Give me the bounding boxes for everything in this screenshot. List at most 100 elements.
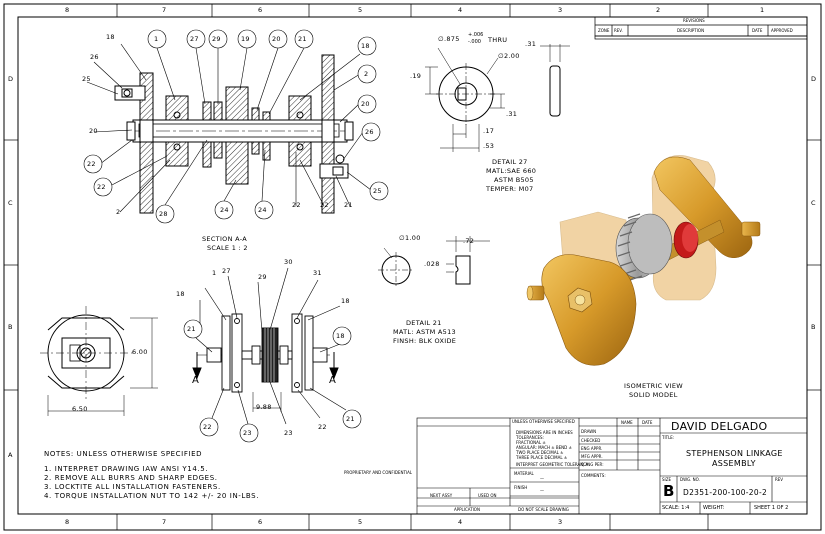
zone-3: 3 xyxy=(558,6,563,14)
balloon-label: 22 xyxy=(292,201,301,209)
d27-dim-17: .17 xyxy=(483,127,495,135)
d27-dim-31b: .31 xyxy=(525,40,537,48)
rev-hdr-rev: REV. xyxy=(614,28,623,33)
tb-interpret: INTERPRET GEOMETRIC TOLERANCING PER: xyxy=(516,462,604,467)
balloon-label: 25 xyxy=(373,187,382,195)
tb-qa: Q.A. xyxy=(581,462,590,467)
balloon xyxy=(214,179,237,220)
balloon-label: 2 xyxy=(116,208,121,216)
balloon xyxy=(183,319,213,353)
tb-application: APPLICATION xyxy=(454,507,480,512)
balloon xyxy=(155,139,208,224)
zone-a: A xyxy=(8,451,13,459)
zone-8-bottom: 8 xyxy=(65,518,70,526)
tb-three-place: THREE PLACE DECIMAL ± xyxy=(516,455,568,460)
tb-unless: UNLESS OTHERWISE SPECIFIED xyxy=(512,419,575,424)
d27-dim-53: .53 xyxy=(483,142,495,150)
balloon-label: 25 xyxy=(82,75,91,83)
tb-company: DAVID DELGADO xyxy=(671,420,768,433)
tb-comments: COMMENTS: xyxy=(581,473,606,478)
tb-title-label: TITLE: xyxy=(662,435,675,440)
balloon-label: 28 xyxy=(159,210,168,218)
revisions-title: REVISIONS xyxy=(683,18,705,23)
balloon-label: 22 xyxy=(318,423,327,431)
balloon xyxy=(256,29,288,111)
d27-temper: TEMPER: M07 xyxy=(486,185,534,193)
tb-eng-appr: ENG APPR. xyxy=(581,446,603,451)
d21-dim-dia: ∅1.00 xyxy=(399,234,421,242)
tb-finish: FINISH xyxy=(514,485,528,490)
tb-angular: ANGULAR: MACH ± BEND ± xyxy=(516,445,572,450)
balloon xyxy=(342,122,381,161)
balloon xyxy=(269,381,287,425)
zone-b-right: B xyxy=(811,323,816,331)
tb-fractional: FRACTIONAL ± xyxy=(516,440,546,445)
zone-6: 6 xyxy=(258,6,263,14)
balloon-label: 21 xyxy=(344,201,353,209)
balloon xyxy=(333,64,377,91)
balloon-label: 18 xyxy=(341,297,350,305)
balloon-label: 24 xyxy=(258,206,267,214)
d21-material: MATL: ASTM A513 xyxy=(393,328,456,336)
note-item: 4. TORQUE INSTALLATION NUT TO 142 +/- 20… xyxy=(44,492,260,500)
d27-spec: ASTM B505 xyxy=(494,176,534,184)
balloon-label: 27 xyxy=(190,35,199,43)
section-view-aa xyxy=(114,54,354,214)
balloon-label: 2 xyxy=(364,70,369,78)
title-block-lines xyxy=(416,417,808,515)
tb-checked: CHECKED xyxy=(581,438,601,443)
balloon-label: 1 xyxy=(212,269,217,277)
zone-d: D xyxy=(8,75,14,83)
balloon xyxy=(339,94,377,123)
balloon xyxy=(208,29,228,104)
balloon-label: 18 xyxy=(336,332,345,340)
dim-height: 6.00 xyxy=(132,348,148,356)
tb-dwg-no-label: DWG. NO. xyxy=(680,477,700,482)
dim-overall: 9.88 xyxy=(256,403,272,411)
d27-tol-plus: +.006 xyxy=(468,32,484,38)
d21-finish: FINSH: BLK OXIDE xyxy=(393,337,457,345)
zone-4: 4 xyxy=(458,6,463,14)
section-leaders xyxy=(86,43,351,213)
tb-title-line2: ASSEMBLY xyxy=(712,459,756,468)
tb-scale: SCALE: 1:4 xyxy=(662,505,690,511)
balloon xyxy=(147,29,176,101)
section-scale: SCALE 1 : 2 xyxy=(207,244,248,252)
balloon xyxy=(237,389,259,443)
balloon xyxy=(319,326,352,353)
tb-do-not-scale: DO NOT SCALE DRAWING xyxy=(518,507,569,512)
rev-hdr-zone: ZONE xyxy=(598,28,610,33)
balloon-label: 1 xyxy=(154,35,159,43)
zone-8: 8 xyxy=(65,6,70,14)
tb-material-dash: — xyxy=(540,476,544,481)
side-dim xyxy=(252,392,282,412)
zone-7-bottom: 7 xyxy=(162,518,167,526)
tb-size-label: SIZE xyxy=(662,477,671,482)
d27-title: DETAIL 27 xyxy=(492,158,528,166)
tb-sheet: SHEET 1 OF 2 xyxy=(754,505,789,511)
balloon-label: 19 xyxy=(241,35,250,43)
d27-dim-bore: ∅.875 xyxy=(438,35,460,43)
zone-5-bottom: 5 xyxy=(358,518,363,526)
balloon xyxy=(93,155,168,197)
balloon xyxy=(254,149,274,220)
balloon-label: 22 xyxy=(203,423,212,431)
tb-size: B xyxy=(663,482,675,500)
rev-hdr-approved: APPROVED xyxy=(771,28,793,33)
tb-title-line1: STEPHENSON LINKAGE xyxy=(686,449,783,458)
note-item: 1. INTERPRET DRAWING IAW ANSI Y14.5. xyxy=(44,465,209,473)
zone-2: 2 xyxy=(656,6,661,14)
balloon xyxy=(237,29,257,91)
balloon xyxy=(346,171,389,201)
balloon-label: 26 xyxy=(365,128,374,136)
d27-thru: THRU xyxy=(488,36,508,44)
tb-two-place: TWO PLACE DECIMAL ± xyxy=(516,450,564,455)
zone-b: B xyxy=(8,323,13,331)
zone-1: 1 xyxy=(760,6,765,14)
d27-dim-31a: .31 xyxy=(506,110,518,118)
tb-name-hdr: NAME xyxy=(621,420,633,425)
tb-dims-in: DIMENSIONS ARE IN INCHES xyxy=(516,430,573,435)
balloon xyxy=(268,29,314,115)
notes-heading: NOTES: UNLESS OTHERWISE SPECIFIED xyxy=(44,450,203,458)
